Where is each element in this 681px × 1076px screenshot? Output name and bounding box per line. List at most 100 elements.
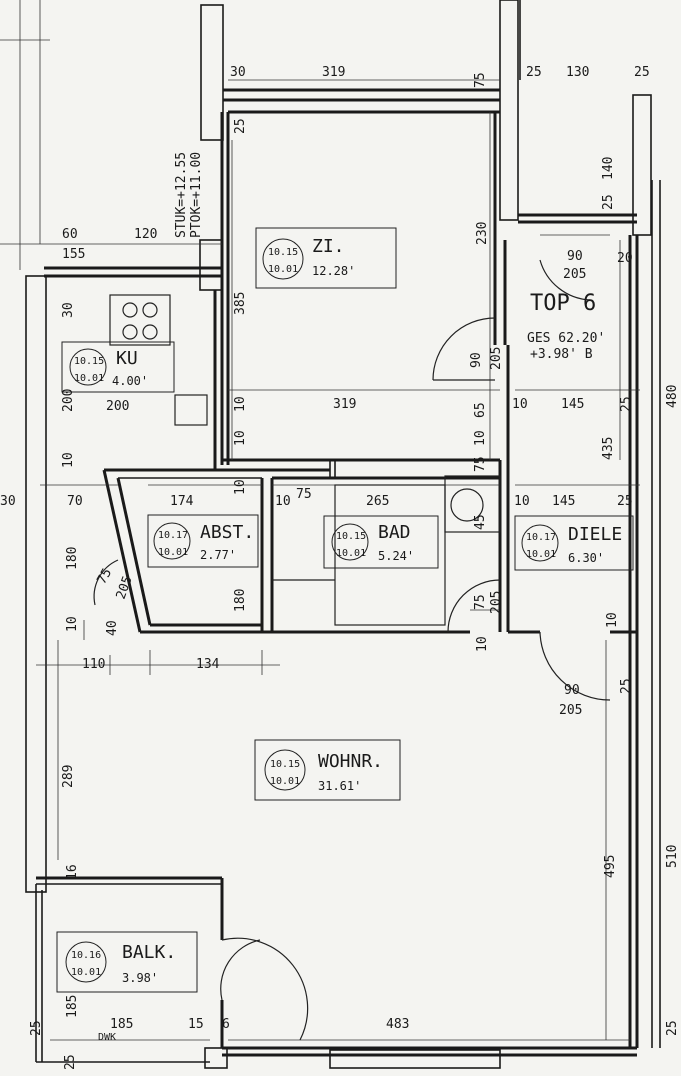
room-name-zi: ZI. [312,236,345,257]
svg-text:10.15: 10.15 [268,247,298,258]
svg-text:16: 16 [65,864,80,880]
door-bad-arc [447,579,501,633]
svg-text:75: 75 [473,456,488,472]
svg-text:120: 120 [134,227,157,242]
svg-text:25: 25 [665,1020,680,1036]
svg-text:205: 205 [489,347,504,370]
svg-text:265: 265 [366,494,389,509]
unit-extra: +3.98' B [530,347,593,362]
svg-text:25: 25 [526,65,542,80]
svg-text:10: 10 [475,636,490,652]
svg-text:25: 25 [29,1020,44,1036]
room-area-zi: 12.28' [312,264,355,278]
room-area-balk: 3.98' [122,971,158,985]
svg-text:45: 45 [473,514,488,530]
room-name-bad: BAD [378,522,411,543]
svg-text:319: 319 [322,65,345,80]
wall-top-left [200,4,224,141]
svg-text:145: 145 [552,494,575,509]
svg-text:174: 174 [170,494,194,509]
svg-text:25: 25 [617,494,633,509]
room-tag-abst: 10.17 10.01 ABST. 2.77' [147,514,259,568]
stove-burner-icon [122,302,138,318]
svg-text:40: 40 [105,620,120,636]
svg-text:185: 185 [110,1017,133,1032]
svg-text:30: 30 [61,302,76,318]
fixtures [109,294,501,626]
svg-text:10.01: 10.01 [158,547,188,558]
door-zimmer-arc [432,317,496,381]
svg-text:DWK: DWK [98,1032,116,1043]
wall-left-outer [25,275,47,893]
svg-text:140: 140 [601,157,616,180]
unit-label: TOP 6 [530,291,596,316]
svg-text:65: 65 [473,402,488,418]
room-name-ku: KU [116,348,138,369]
svg-text:25: 25 [233,118,248,134]
svg-text:25: 25 [601,194,616,210]
svg-text:10: 10 [233,396,248,412]
svg-text:205: 205 [489,591,504,614]
svg-text:205: 205 [559,703,582,718]
wall-right-top [632,94,652,236]
svg-text:510: 510 [665,845,680,868]
bathtub-icon [334,484,446,626]
svg-text:185: 185 [65,995,80,1018]
svg-text:70: 70 [67,494,83,509]
room-area-abst: 2.77' [200,548,236,562]
svg-text:6: 6 [222,1017,230,1032]
svg-text:30: 30 [0,494,16,509]
svg-text:230: 230 [475,222,490,245]
svg-text:10.17: 10.17 [526,532,556,543]
svg-text:134: 134 [196,657,220,672]
room-area-bad: 5.24' [378,549,414,563]
walls [25,0,661,1069]
washbasin-icon [450,488,484,522]
svg-text:10.15: 10.15 [336,531,366,542]
door-abst-arc [93,559,119,606]
door-entry-arc [539,259,591,301]
level-stuk: STUK=+12.55 [174,152,189,238]
svg-text:15: 15 [188,1017,204,1032]
door-balcony-arc-1 [221,937,309,1041]
svg-text:10: 10 [275,494,291,509]
sink-icon [174,394,208,426]
svg-text:10.01: 10.01 [74,373,104,384]
room-tag-zi: 10.15 10.01 ZI. 12.28' [255,227,397,289]
room-area-wohnr: 31.61' [318,779,361,793]
svg-text:155: 155 [62,247,85,262]
room-name-diele: DIELE [568,524,622,545]
level-ptok: PTOK=+11.00 [189,152,204,238]
room-name-balk: BALK. [122,942,176,963]
svg-text:10.01: 10.01 [268,264,298,275]
svg-text:10: 10 [65,616,80,632]
room-name-abst: ABST. [200,522,254,543]
svg-text:10.15: 10.15 [270,759,300,770]
svg-text:25: 25 [63,1054,78,1070]
dimension-labels: 30 319 75 25 130 25 140 25 230 385 25 90… [0,65,680,1070]
svg-text:75: 75 [473,72,488,88]
svg-text:90: 90 [567,249,583,264]
svg-text:110: 110 [82,657,105,672]
svg-text:10: 10 [233,479,248,495]
svg-text:483: 483 [386,1017,409,1032]
svg-text:10: 10 [473,430,488,446]
svg-text:10: 10 [605,612,620,628]
svg-text:10.17: 10.17 [158,530,188,541]
svg-text:90: 90 [469,352,484,368]
room-tag-balk: 10.16 10.01 BALK. 3.98' [56,931,198,993]
svg-text:10.01: 10.01 [336,548,366,559]
svg-text:145: 145 [561,397,584,412]
dimension-lines [0,0,640,1041]
room-tag-diele: 10.17 10.01 DIELE 6.30' [514,515,634,571]
room-area-ku: 4.00' [112,374,148,388]
svg-text:495: 495 [603,855,618,878]
svg-text:180: 180 [233,589,248,612]
svg-text:289: 289 [61,765,76,788]
svg-text:10.15: 10.15 [74,356,104,367]
wall-top-right [499,0,519,221]
svg-text:75: 75 [94,566,115,587]
svg-text:10.01: 10.01 [270,776,300,787]
svg-text:200: 200 [106,399,129,414]
